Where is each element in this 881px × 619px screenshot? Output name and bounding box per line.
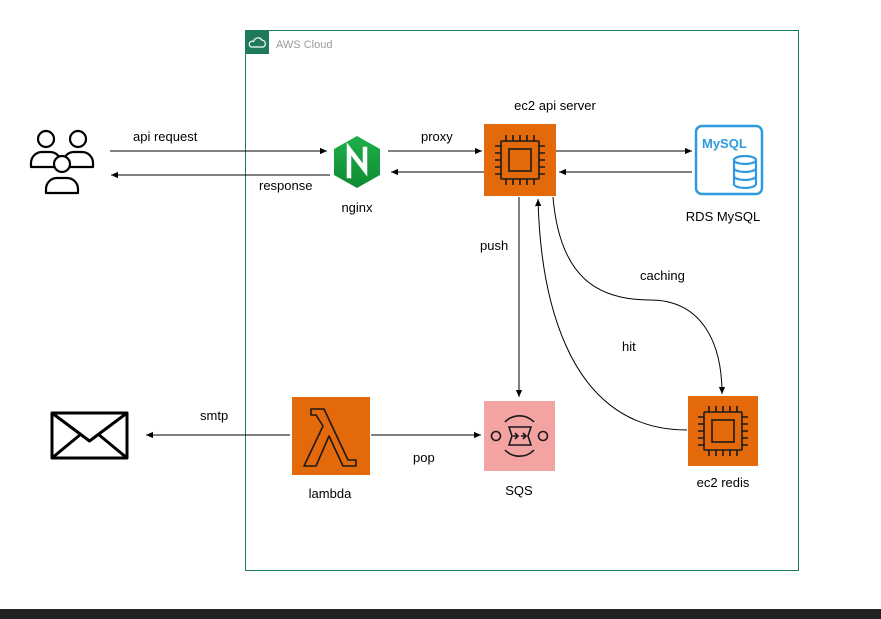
edge-caching xyxy=(552,196,726,395)
ec2-redis-node[interactable]: ec2 redis xyxy=(688,396,758,490)
aws-cloud-group: AWS Cloud xyxy=(245,30,799,571)
ec2-redis-label: ec2 redis xyxy=(697,475,750,490)
edge-label-hit: hit xyxy=(622,339,636,354)
rds-mysql-label: RDS MySQL xyxy=(686,209,760,224)
lambda-box xyxy=(292,397,370,475)
edge-label-caching: caching xyxy=(640,268,685,283)
ec2-api-server-node[interactable]: ec2 api server xyxy=(484,98,596,196)
ec2-icon xyxy=(495,135,545,185)
ec2-icon xyxy=(698,406,748,456)
edge-label-response: response xyxy=(259,178,312,193)
edge-label-push: push xyxy=(480,238,508,253)
aws-cloud-border xyxy=(245,30,799,571)
edge-labels: api request response proxy push caching … xyxy=(133,129,685,465)
database-cylinder-icon xyxy=(732,154,758,190)
envelope-icon xyxy=(50,411,129,460)
sqs-node[interactable]: SQS xyxy=(484,401,555,498)
edge-label-api-request: api request xyxy=(133,129,198,144)
nginx-label: nginx xyxy=(341,200,373,215)
nginx-letter xyxy=(346,142,368,179)
mysql-icon-text: MySQL xyxy=(702,136,747,151)
lambda-node[interactable]: lambda xyxy=(292,397,370,501)
edge-label-smtp: smtp xyxy=(200,408,228,423)
edges xyxy=(110,147,726,439)
lambda-label: lambda xyxy=(309,486,352,501)
users-icon xyxy=(29,129,95,195)
sqs-label: SQS xyxy=(505,483,533,498)
nginx-node[interactable]: nginx xyxy=(334,136,380,215)
sqs-box xyxy=(484,401,555,471)
edge-hit xyxy=(534,198,688,431)
edge-label-pop: pop xyxy=(413,450,435,465)
aws-cloud-label: AWS Cloud xyxy=(276,39,332,51)
lambda-icon xyxy=(303,408,357,467)
rds-mysql-node[interactable]: MySQL RDS MySQL xyxy=(686,124,764,224)
cloud-icon xyxy=(248,37,266,48)
ec2-api-server-label: ec2 api server xyxy=(514,98,596,113)
edge-label-proxy: proxy xyxy=(421,129,453,144)
ec2-api-server-box xyxy=(484,124,556,196)
bottom-bar xyxy=(0,609,881,619)
sqs-icon xyxy=(490,415,549,457)
